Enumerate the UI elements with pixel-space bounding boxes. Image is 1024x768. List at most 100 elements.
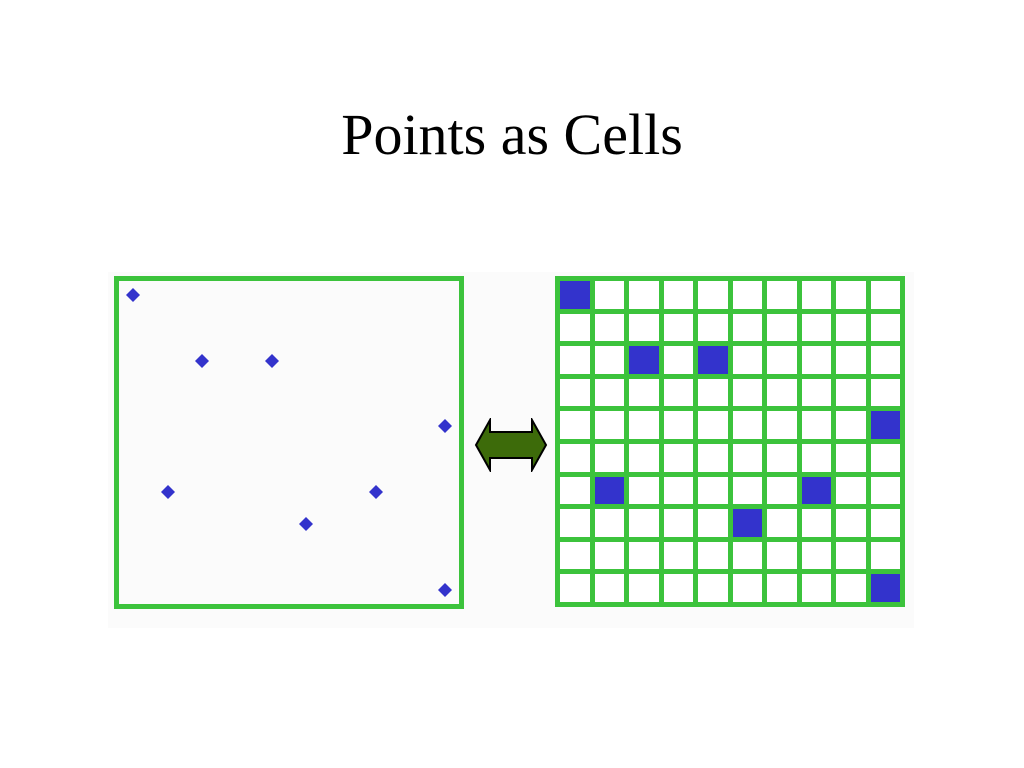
grid-cell <box>732 574 762 602</box>
grid-cell-filled <box>560 281 590 309</box>
grid-cell <box>663 541 693 570</box>
grid-cell <box>801 444 831 472</box>
grid-cell <box>698 281 728 309</box>
grid-cell <box>560 509 590 537</box>
grid-cell <box>870 378 900 407</box>
grid-cell <box>629 411 659 439</box>
grid-cell <box>801 346 831 374</box>
grid-cell <box>698 378 728 407</box>
grid-cell <box>836 346 866 374</box>
grid-cell <box>698 476 728 505</box>
grid-cell <box>870 509 900 537</box>
grid-cell <box>836 313 866 342</box>
grid-cell <box>836 541 866 570</box>
grid-cell <box>767 346 797 374</box>
grid-cell <box>732 313 762 342</box>
grid-cell <box>560 346 590 374</box>
grid-cell <box>767 476 797 505</box>
grid-cell <box>870 346 900 374</box>
point-set-box <box>114 276 464 609</box>
grid-cell <box>732 444 762 472</box>
grid-cell <box>870 313 900 342</box>
grid-cell <box>836 411 866 439</box>
grid-cell <box>560 574 590 602</box>
grid-cell <box>629 313 659 342</box>
grid-cell <box>594 281 624 309</box>
grid-cell <box>698 411 728 439</box>
point-marker <box>368 484 383 499</box>
grid-cell <box>836 378 866 407</box>
grid-cell-filled <box>801 476 831 505</box>
grid-cell <box>629 281 659 309</box>
grid-cell <box>663 346 693 374</box>
point-marker <box>160 484 175 499</box>
grid-cell <box>629 444 659 472</box>
grid-cell <box>801 541 831 570</box>
point-marker <box>264 353 279 368</box>
grid-cell <box>594 574 624 602</box>
grid-cell <box>629 574 659 602</box>
grid-cell <box>732 541 762 570</box>
grid-cell <box>663 313 693 342</box>
grid-cell <box>836 281 866 309</box>
grid-cell <box>767 509 797 537</box>
grid-cell <box>767 411 797 439</box>
grid-cell <box>698 313 728 342</box>
grid-cell <box>560 411 590 439</box>
grid-cell <box>732 378 762 407</box>
grid-cell <box>594 444 624 472</box>
grid-cell <box>663 411 693 439</box>
grid-cell <box>767 541 797 570</box>
grid-cell <box>698 509 728 537</box>
grid-cell <box>836 444 866 472</box>
slide-title: Points as Cells <box>341 102 683 167</box>
grid-cell <box>801 509 831 537</box>
grid-cell <box>663 281 693 309</box>
grid-cell <box>663 444 693 472</box>
grid-cell-filled <box>870 574 900 602</box>
grid-cell <box>629 509 659 537</box>
grid-cell <box>594 411 624 439</box>
grid-cell <box>836 476 866 505</box>
grid-cell <box>801 574 831 602</box>
double-headed-arrow-icon <box>474 418 548 472</box>
grid-cell-filled <box>594 476 624 505</box>
grid-cell <box>629 541 659 570</box>
grid-cell <box>801 411 831 439</box>
grid-cell-filled <box>732 509 762 537</box>
grid-cell <box>836 574 866 602</box>
point-marker <box>126 288 140 302</box>
grid-cell <box>767 378 797 407</box>
grid-cell <box>870 541 900 570</box>
point-marker <box>299 517 314 532</box>
grid-cell <box>560 476 590 505</box>
grid-cell <box>629 476 659 505</box>
grid-cell <box>801 281 831 309</box>
grid-cell <box>663 476 693 505</box>
point-marker <box>438 583 452 597</box>
grid-cell <box>732 476 762 505</box>
grid-cell <box>560 378 590 407</box>
grid-cell-filled <box>629 346 659 374</box>
grid-cell <box>663 378 693 407</box>
grid-cell <box>698 444 728 472</box>
grid-cell <box>801 313 831 342</box>
grid-cell <box>663 509 693 537</box>
grid-cell <box>801 378 831 407</box>
grid-cell <box>594 346 624 374</box>
grid-cell <box>560 541 590 570</box>
grid-cell <box>629 378 659 407</box>
grid-cell <box>870 444 900 472</box>
grid-cell <box>698 541 728 570</box>
grid-cell <box>870 476 900 505</box>
grid-cell <box>732 411 762 439</box>
grid-cell <box>767 444 797 472</box>
grid-cell-filled <box>870 411 900 439</box>
grid-cell <box>594 378 624 407</box>
grid-cell <box>767 574 797 602</box>
grid-cell <box>732 346 762 374</box>
point-marker <box>438 419 452 434</box>
grid-cell <box>594 541 624 570</box>
grid-cell <box>560 313 590 342</box>
grid-cell <box>870 281 900 309</box>
